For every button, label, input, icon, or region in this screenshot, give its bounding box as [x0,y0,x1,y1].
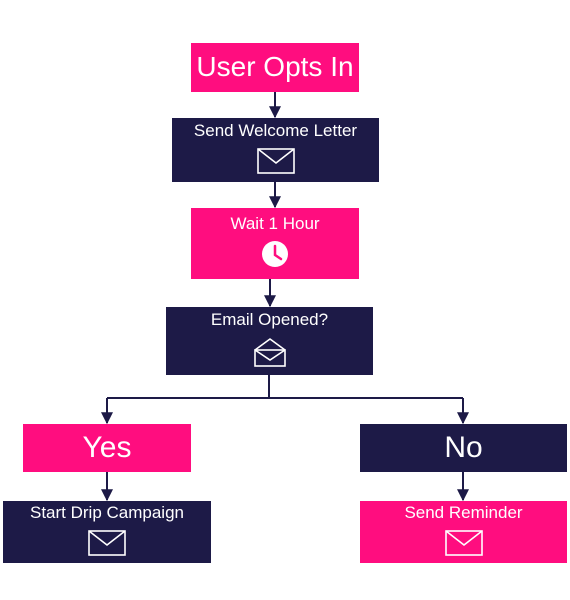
node-start-drip-campaign: Start Drip Campaign [3,501,211,563]
node-no: No [360,424,567,472]
node-user-opts-in: User Opts In [191,43,359,92]
node-label: Send Welcome Letter [193,121,358,141]
node-label: No [444,430,483,464]
node-label: Wait 1 Hour [230,213,320,233]
node-label: Send Reminder [404,503,523,523]
node-yes: Yes [23,424,191,472]
envelope-icon [256,147,295,179]
envelope-icon [88,529,126,561]
node-label: Yes [82,430,132,464]
node-wait-1-hour: Wait 1 Hour [191,208,359,279]
node-send-reminder: Send Reminder [360,501,567,563]
node-email-opened: Email Opened? [166,307,373,375]
node-send-welcome-letter: Send Welcome Letter [172,118,379,182]
node-label: Start Drip Campaign [29,503,184,523]
node-label: User Opts In [196,51,354,83]
node-label: Email Opened? [210,310,329,330]
open-envelope-icon [253,337,286,372]
envelope-icon [444,529,483,561]
clock-icon [261,240,289,273]
